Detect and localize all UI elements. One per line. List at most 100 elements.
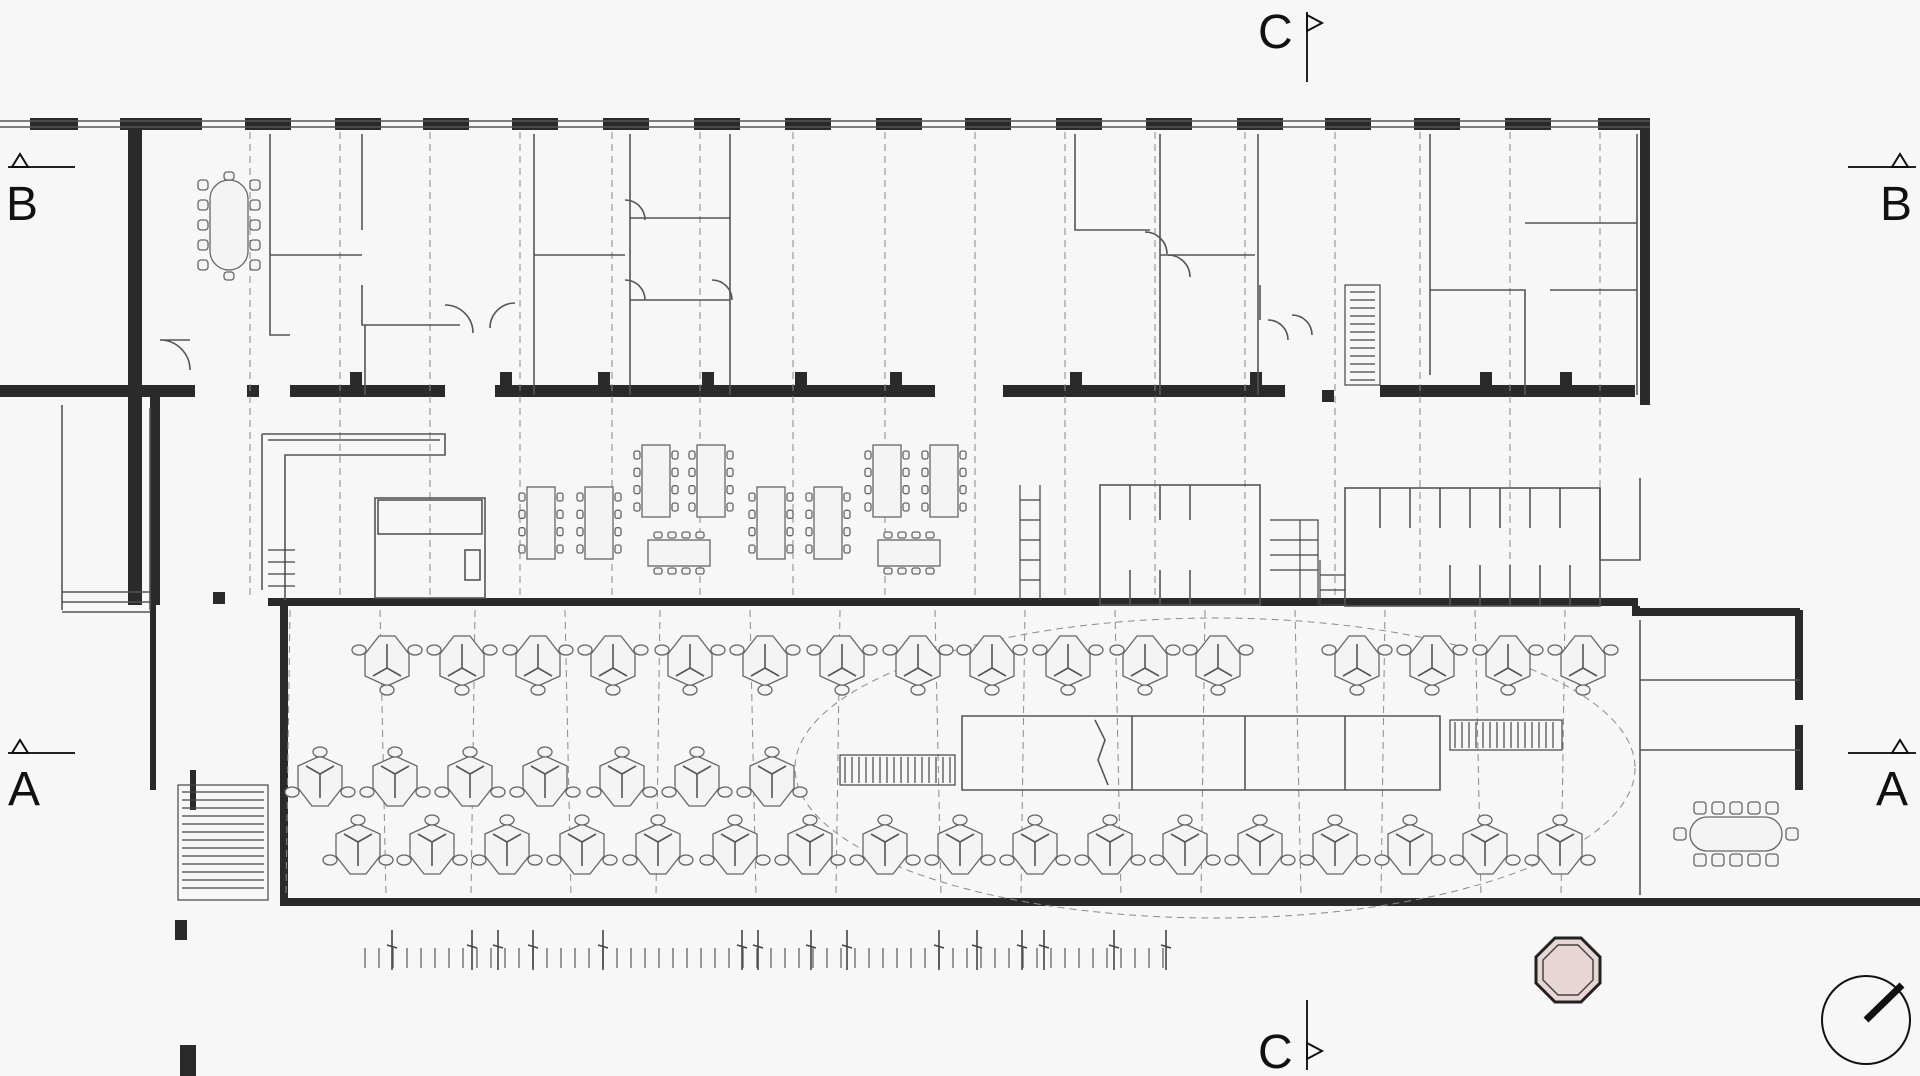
chair — [959, 485, 967, 495]
chair — [1177, 814, 1193, 826]
workstation-pod — [1396, 635, 1468, 696]
chair — [454, 684, 470, 696]
chair — [426, 644, 442, 656]
chair — [1299, 854, 1315, 866]
chair — [681, 531, 691, 539]
chair — [527, 854, 543, 866]
section-marker-icon — [10, 738, 30, 754]
bicycle — [466, 930, 478, 970]
bicycle — [527, 930, 539, 970]
wall-segment — [876, 118, 922, 130]
wall-segment — [603, 118, 649, 130]
desk-divider — [757, 765, 787, 798]
chair — [577, 644, 593, 656]
workstation-pod — [1472, 635, 1544, 696]
chair — [509, 786, 525, 798]
desk-divider — [1493, 644, 1523, 677]
bicycle — [1016, 930, 1028, 970]
chair — [407, 644, 423, 656]
chair — [671, 485, 679, 495]
chair — [883, 567, 893, 575]
meeting-table — [756, 486, 786, 560]
chair — [1032, 644, 1048, 656]
chair — [379, 684, 395, 696]
chair — [1673, 827, 1687, 841]
desk-divider — [530, 765, 560, 798]
wall-segment — [1070, 372, 1082, 386]
chair — [249, 199, 261, 211]
chair — [614, 509, 622, 519]
chair — [378, 854, 394, 866]
wall-segment — [1322, 390, 1334, 402]
wall-segment — [1640, 608, 1800, 616]
chair — [785, 644, 801, 656]
desk-divider — [1342, 644, 1372, 677]
workstation-pod — [359, 746, 431, 807]
desk-divider — [417, 833, 447, 866]
chair — [805, 544, 813, 554]
chair — [351, 644, 367, 656]
chair — [905, 854, 921, 866]
desk-divider — [1170, 833, 1200, 866]
desk-divider — [903, 644, 933, 677]
chair — [688, 502, 696, 512]
chair — [748, 527, 756, 537]
workstation-pod — [351, 635, 423, 696]
chair — [502, 644, 518, 656]
chair — [312, 746, 328, 758]
wall-segment — [150, 385, 160, 605]
chair — [518, 509, 526, 519]
desk-divider — [598, 644, 628, 677]
chair — [727, 814, 743, 826]
chair — [774, 854, 790, 866]
wall-segment — [1640, 390, 1650, 405]
section-label-b-right: B — [1880, 178, 1912, 231]
chair — [654, 644, 670, 656]
meeting-table — [584, 486, 614, 560]
workstation-pod — [1321, 635, 1393, 696]
chair — [864, 467, 872, 477]
desk-divider — [1095, 833, 1125, 866]
chair — [614, 544, 622, 554]
chair — [1130, 854, 1146, 866]
chair — [736, 786, 752, 798]
wall-segment — [280, 898, 1640, 906]
chair — [1552, 814, 1568, 826]
chair — [197, 219, 209, 231]
chair — [695, 531, 705, 539]
section-marker-a-left: A — [8, 738, 75, 816]
chair — [710, 644, 726, 656]
workstation-pod — [322, 814, 394, 875]
wall-segment — [1632, 606, 1640, 616]
chair — [695, 567, 705, 575]
stair-west-exterior — [61, 405, 269, 901]
desk-divider — [1053, 644, 1083, 677]
stair-north — [1344, 284, 1381, 386]
chair — [843, 527, 851, 537]
chair — [642, 786, 658, 798]
chair — [802, 814, 818, 826]
chair — [864, 450, 872, 460]
desk-divider — [455, 765, 485, 798]
chair — [1747, 801, 1761, 815]
chair — [605, 684, 621, 696]
wall-segment — [245, 118, 291, 130]
wall-segment — [1056, 118, 1102, 130]
wall-segment — [180, 1045, 196, 1076]
chair — [586, 786, 602, 798]
chair — [1477, 814, 1493, 826]
chair — [556, 509, 564, 519]
chair — [1424, 684, 1440, 696]
chair — [682, 684, 698, 696]
chair — [1027, 814, 1043, 826]
chair — [671, 467, 679, 477]
chair — [1524, 854, 1540, 866]
mezzanine-void — [794, 617, 1636, 919]
desk-divider — [305, 765, 335, 798]
workstation-pod — [396, 814, 468, 875]
chair — [1182, 644, 1198, 656]
chair — [602, 854, 618, 866]
meeting-table — [929, 444, 959, 518]
chair — [249, 259, 261, 271]
chair — [786, 527, 794, 537]
